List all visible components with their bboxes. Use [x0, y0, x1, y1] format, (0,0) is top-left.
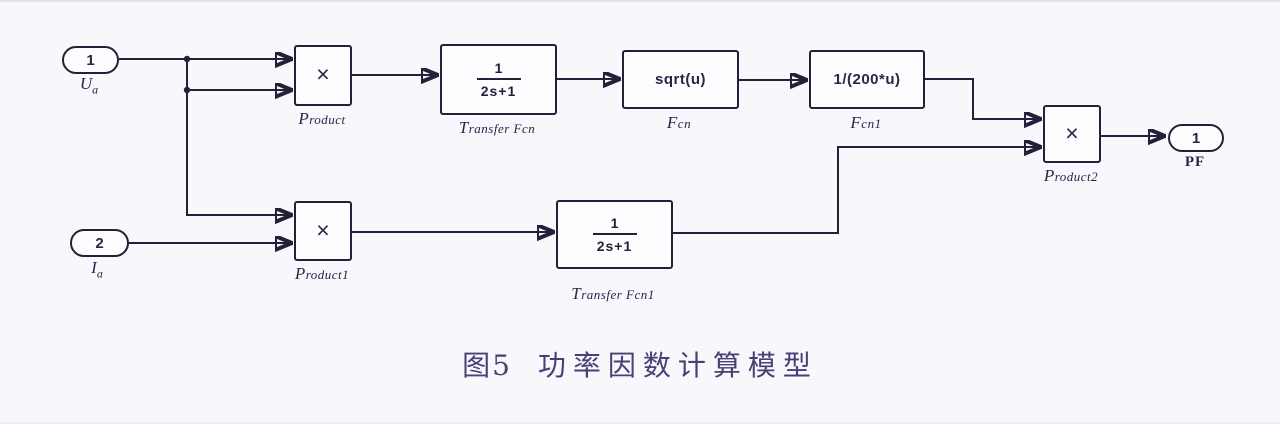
- fcn1-block: 1/(200*u): [809, 50, 925, 109]
- fraction-bar: [476, 78, 521, 80]
- figure-caption: 图5 功率因数计算模型: [0, 344, 1280, 384]
- transfer-fcn-fraction: 1 2s+1: [476, 60, 521, 99]
- product1-block: ×: [294, 201, 352, 261]
- inport-2-number: 2: [95, 234, 104, 252]
- inport-2-label-base: I: [91, 258, 97, 277]
- figure-caption-title: 功率因数计算模型: [537, 349, 818, 382]
- branch-dot: [183, 55, 191, 63]
- outport-1-label: PF: [1184, 154, 1206, 170]
- inport-1-label-sub: a: [92, 82, 99, 97]
- outport-1-number: 1: [1191, 129, 1201, 147]
- branch-dot: [183, 86, 191, 94]
- fraction-bar: [592, 233, 637, 235]
- wire-ua-branch-down: [186, 59, 290, 215]
- inport-1-label-base: U: [79, 74, 93, 93]
- transfer-fcn-denominator: 2s+1: [480, 83, 517, 99]
- outport-1: 1: [1168, 124, 1224, 152]
- transfer-fcn-numerator: 1: [494, 60, 503, 76]
- product2-block-label: Product2: [1043, 166, 1099, 185]
- inport-1-label: Ua: [80, 74, 98, 97]
- product-block-label: Product: [298, 109, 346, 128]
- transfer-fcn-block-label: Transfer Fcn: [458, 118, 536, 137]
- fcn1-block-label: Fcn1: [850, 113, 882, 132]
- wire-tf1-to-product2: [673, 147, 1039, 234]
- transfer-fcn1-block: 1 2s+1: [556, 200, 673, 269]
- product2-block: ×: [1043, 105, 1101, 163]
- inport-1: 1: [62, 46, 119, 74]
- inport-2-label: Ia: [91, 258, 103, 281]
- transfer-fcn1-fraction: 1 2s+1: [592, 215, 637, 254]
- multiply-icon: ×: [316, 61, 330, 87]
- product1-block-label: Product1: [294, 264, 350, 283]
- inport-1-number: 1: [86, 51, 95, 69]
- transfer-fcn-block: 1 2s+1: [440, 44, 557, 115]
- figure-caption-number: 图5: [462, 349, 512, 382]
- multiply-icon: ×: [1065, 119, 1079, 146]
- transfer-fcn1-denominator: 2s+1: [596, 238, 633, 254]
- product-block: ×: [294, 45, 352, 106]
- fcn-block: sqrt(u): [622, 50, 739, 109]
- inport-2: 2: [70, 229, 129, 257]
- fcn1-expression: 1/(200*u): [833, 71, 901, 88]
- inport-2-label-sub: a: [96, 266, 103, 281]
- multiply-icon: ×: [316, 216, 330, 243]
- transfer-fcn1-numerator: 1: [610, 215, 619, 231]
- fcn-block-label: Fcn: [666, 113, 692, 132]
- fcn-expression: sqrt(u): [655, 71, 706, 88]
- transfer-fcn1-block-label: Transfer Fcn1: [571, 284, 655, 303]
- wire-fcn1-to-product2: [925, 78, 1039, 119]
